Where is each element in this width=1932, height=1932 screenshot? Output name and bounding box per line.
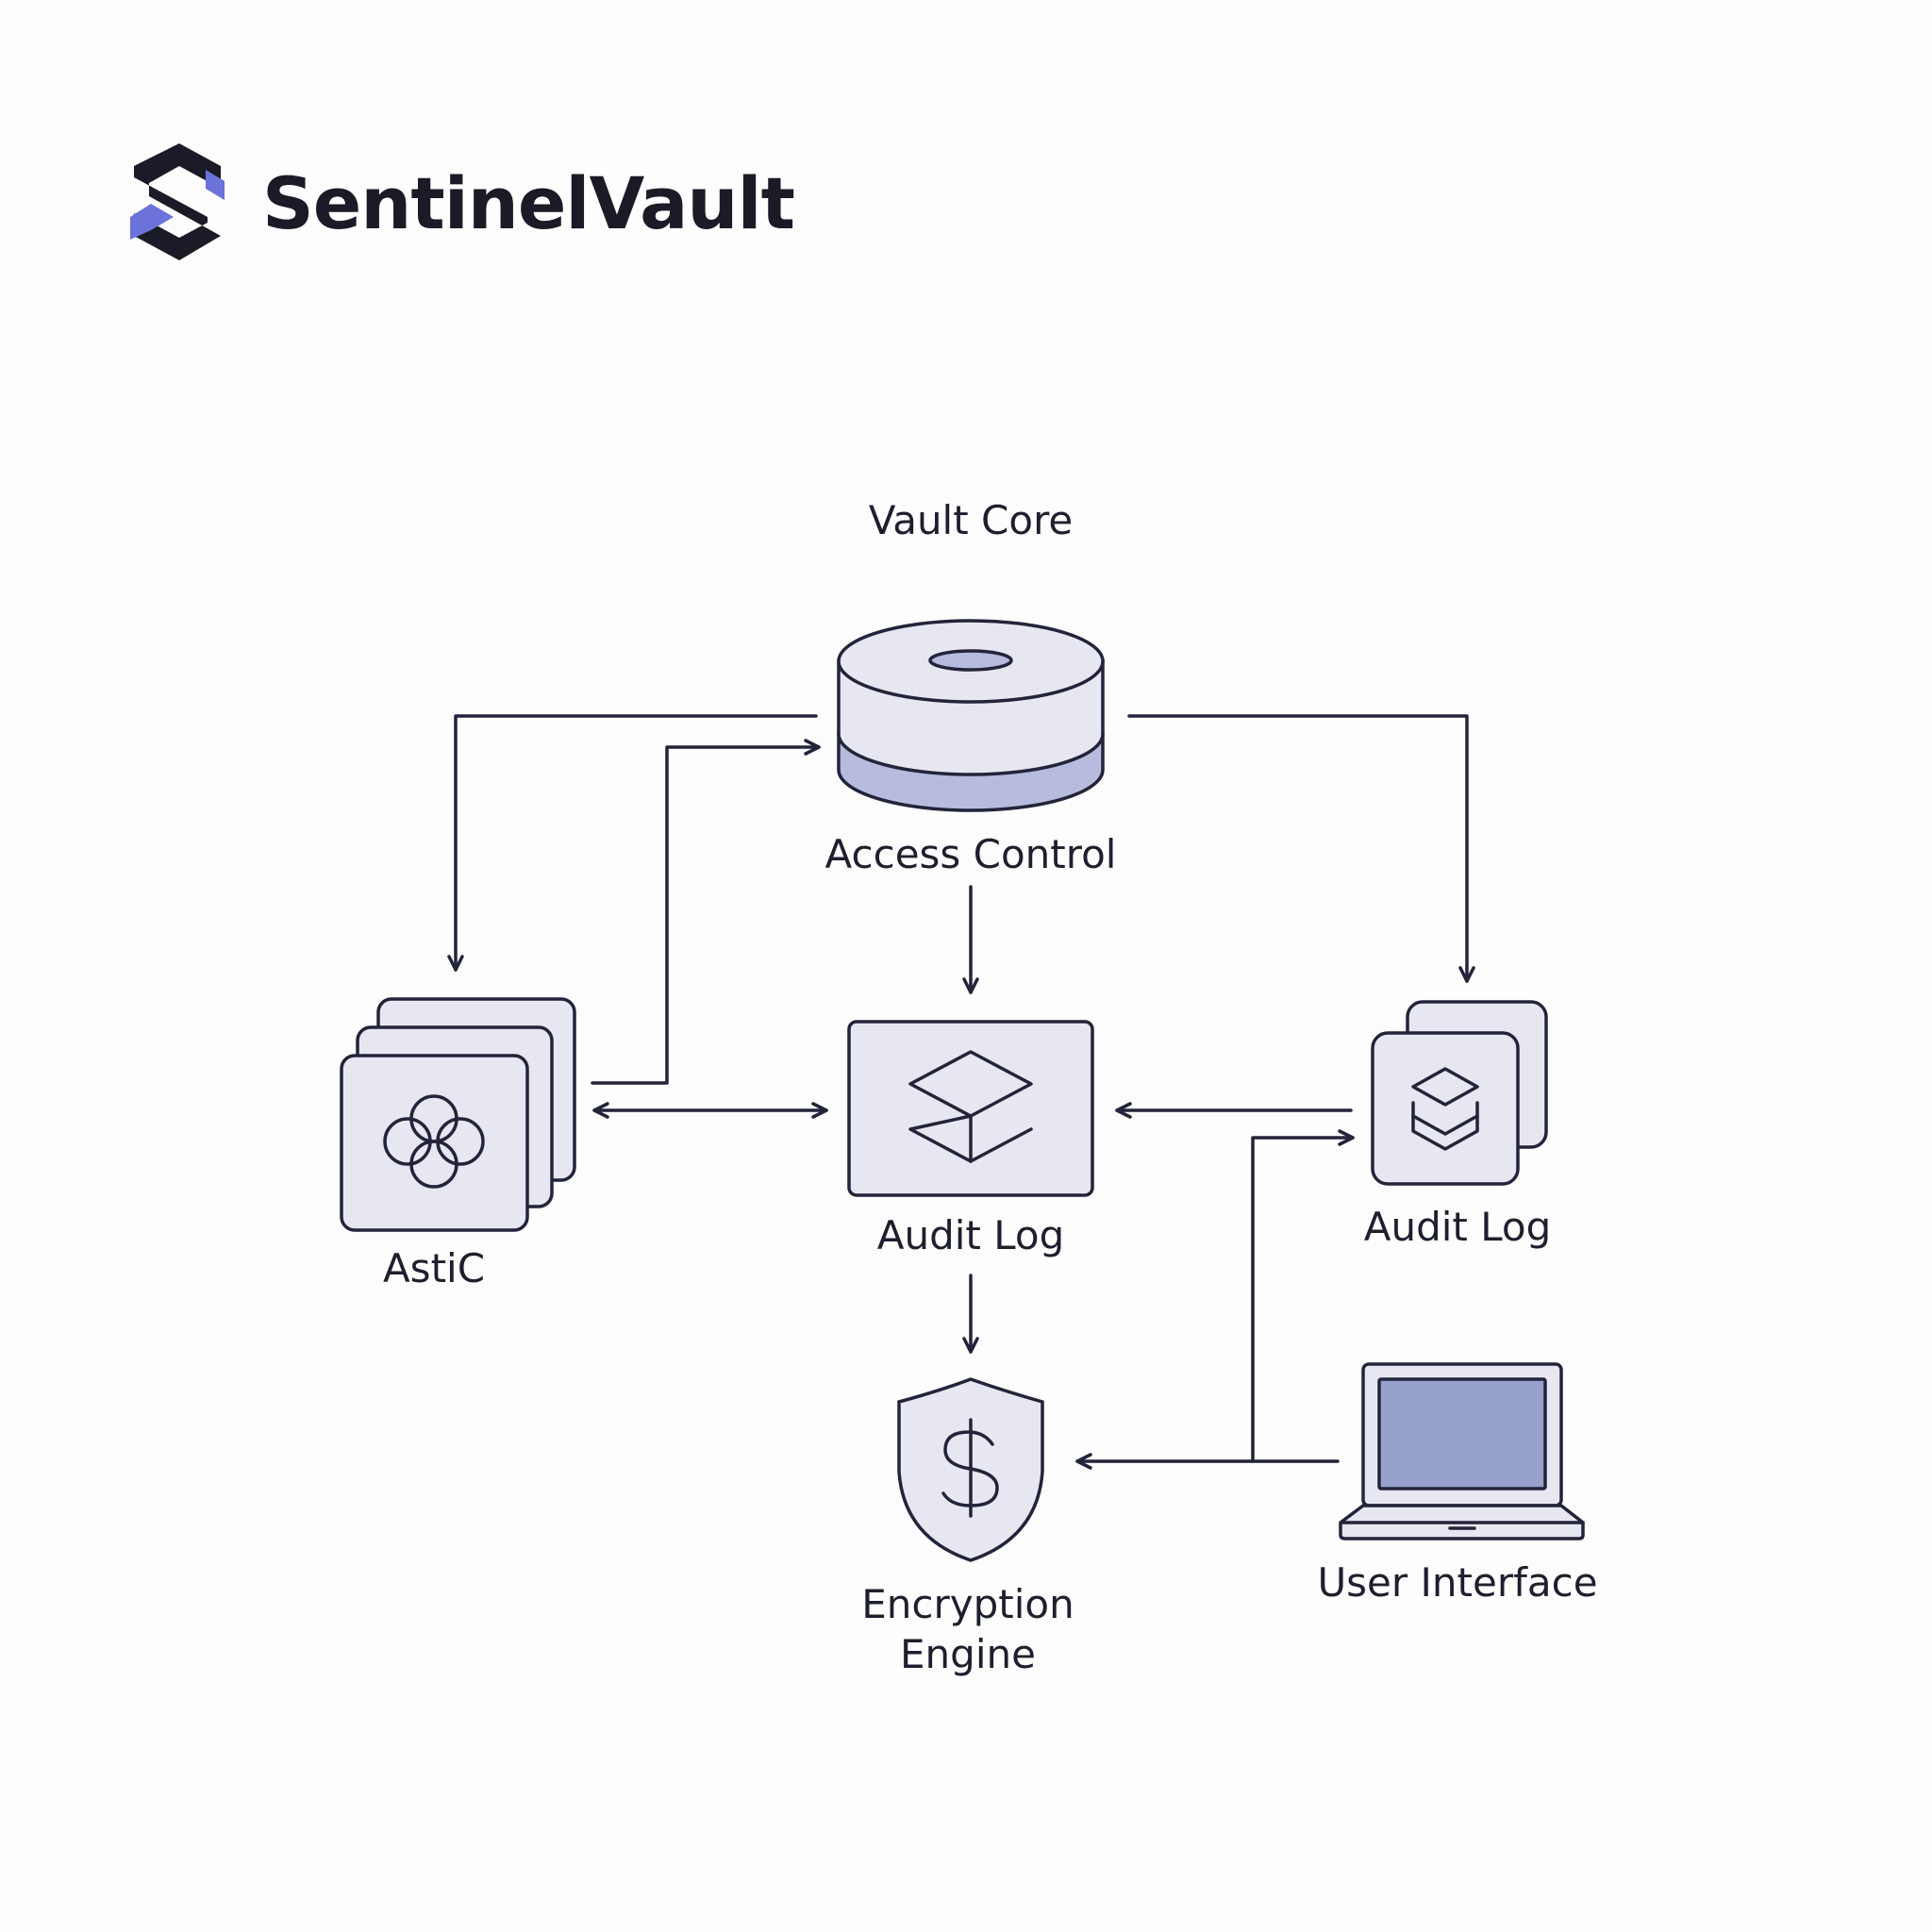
connector-astic-to-core — [591, 739, 821, 1085]
astic-label: AstiC — [383, 1245, 485, 1291]
dollar-sign — [941, 1418, 999, 1518]
sentinelvault-logo-icon — [130, 143, 225, 260]
layers-icon — [1411, 1067, 1479, 1151]
audit-log-right-label: Audit Log — [1364, 1204, 1552, 1250]
audit-log-center-node: Audit Log — [847, 1020, 1094, 1258]
stacked-layers-icon — [908, 1050, 1033, 1163]
user-interface-label: User Interface — [1317, 1559, 1597, 1606]
brand-name: SentinelVault — [262, 160, 795, 245]
encryption-engine-node: Encryption Engine — [861, 1377, 1074, 1677]
laptop-icon — [1339, 1362, 1585, 1541]
connectors — [447, 714, 1475, 1470]
connector-ui-to-audit-right — [1251, 1129, 1355, 1463]
encryption-engine-label-line1: Encryption — [861, 1581, 1074, 1627]
header: SentinelVault — [130, 142, 795, 264]
astic-node: AstiC — [340, 997, 576, 1291]
audit-log-center-label: Audit Log — [877, 1212, 1065, 1258]
knot-icon — [383, 1094, 485, 1189]
connector-core-to-astic — [447, 714, 818, 972]
connector-core-to-audit-right — [1127, 714, 1475, 983]
database-cylinder-icon — [837, 619, 1105, 812]
vault-core-title: Vault Core — [869, 497, 1074, 543]
audit-log-right-node: Audit Log — [1364, 1000, 1552, 1250]
access-control-label: Access Control — [825, 831, 1117, 877]
encryption-engine-label-line2: Engine — [900, 1631, 1036, 1677]
access-control-node: Access Control — [825, 619, 1117, 877]
user-interface-node: User Interface — [1317, 1362, 1598, 1606]
